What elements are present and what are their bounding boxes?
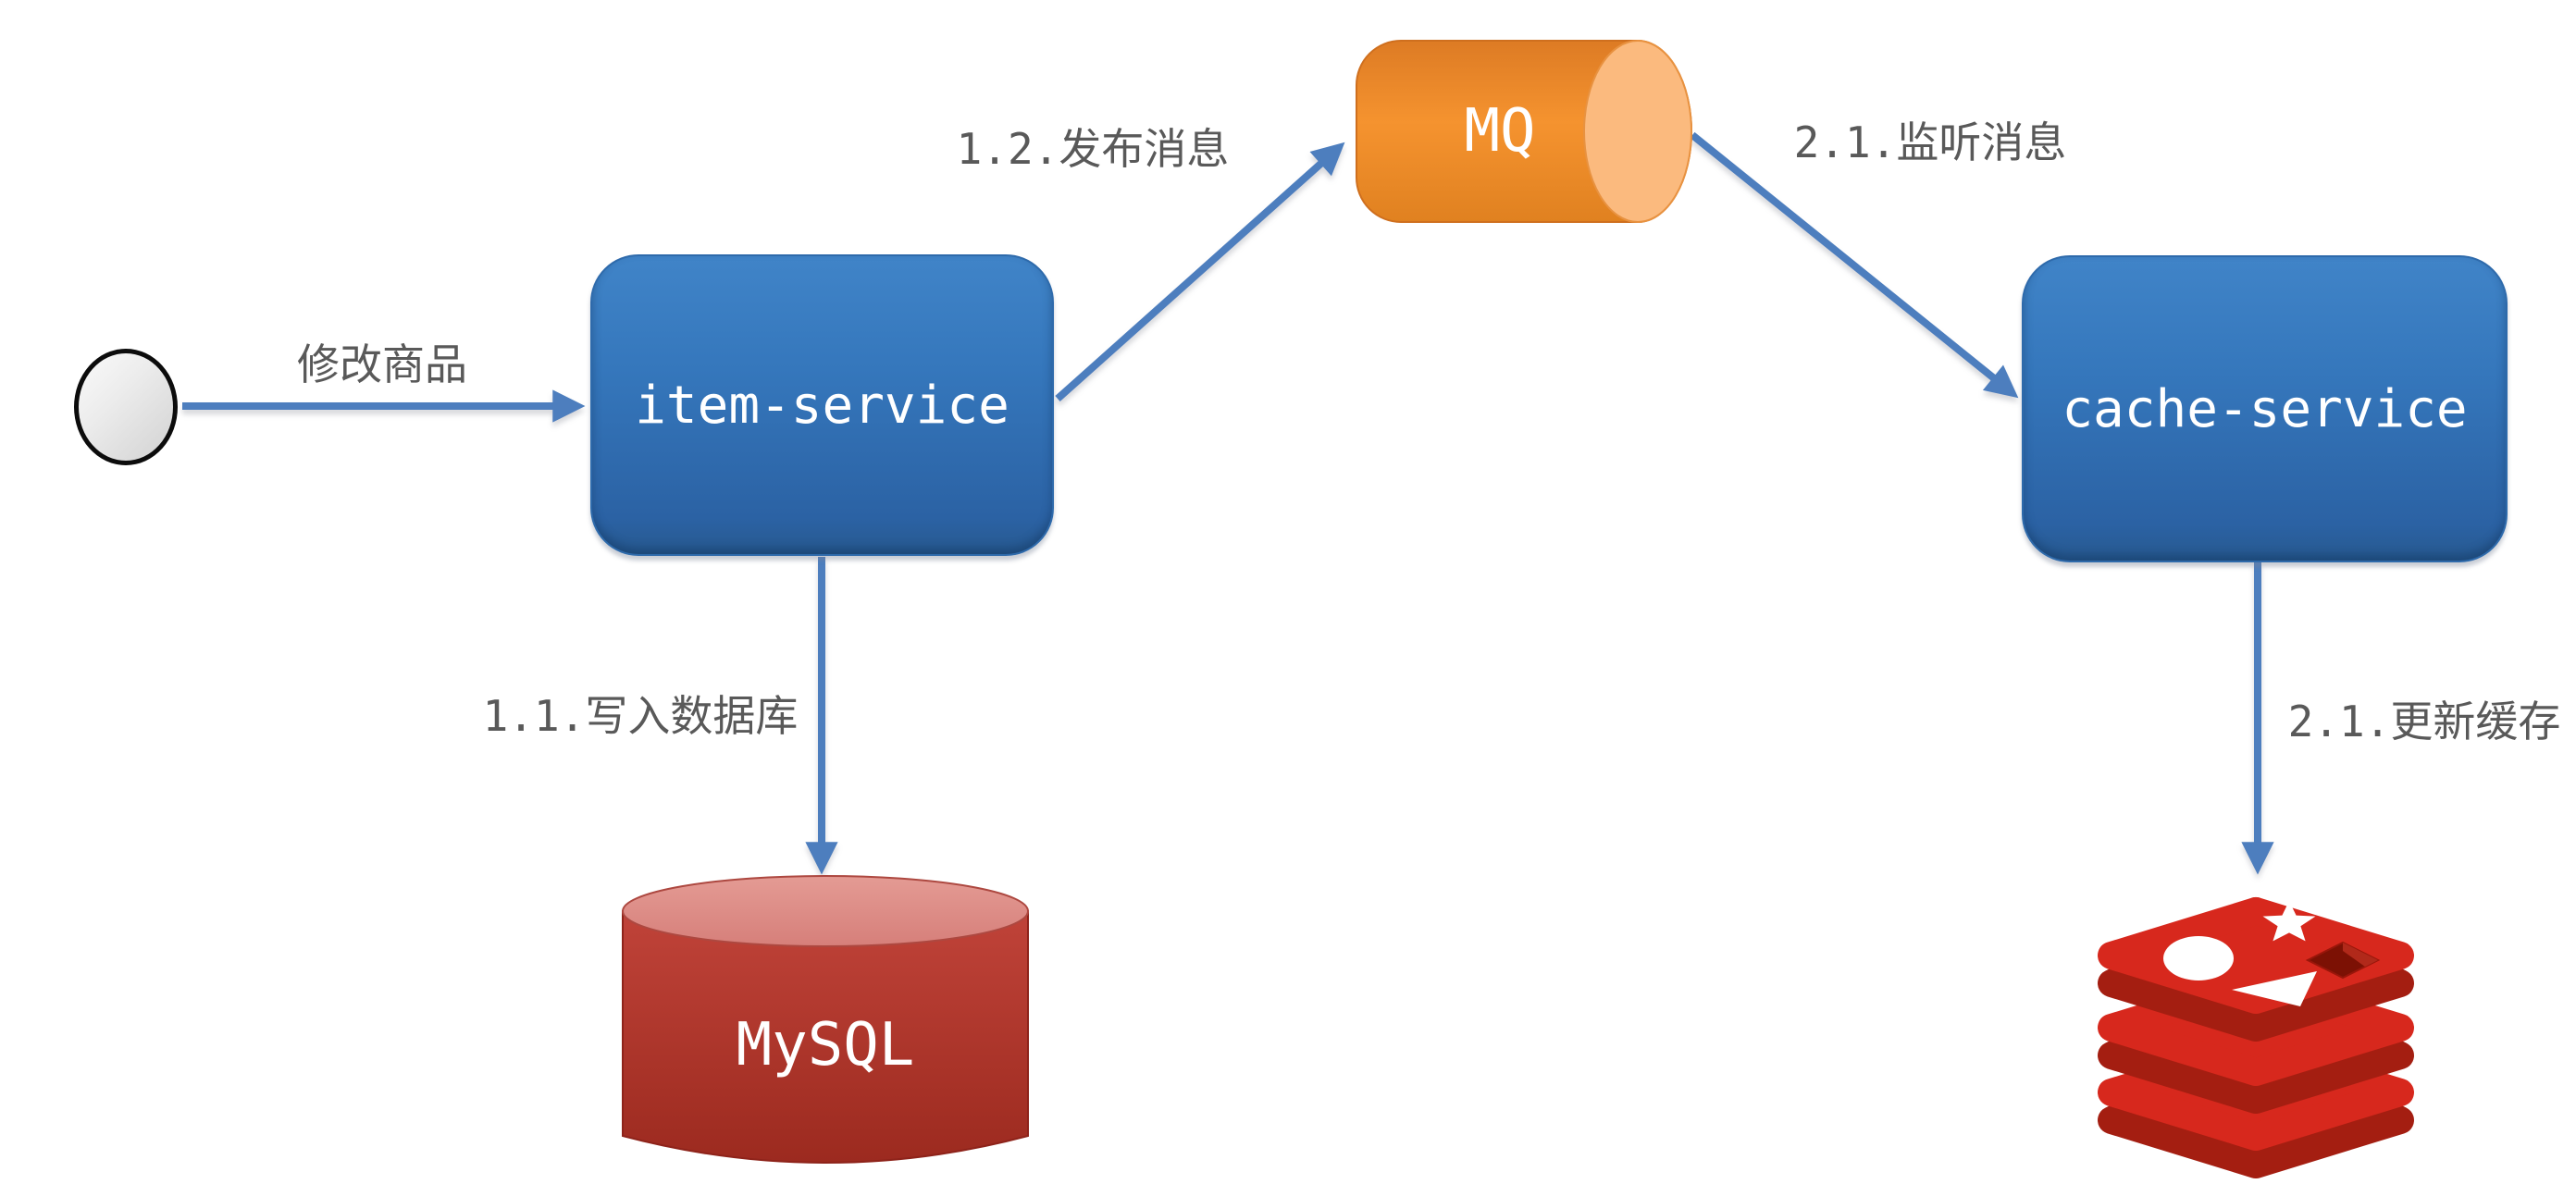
- edge-label-modify-item: 修改商品: [297, 339, 467, 389]
- mq-label: MQ: [1464, 97, 1535, 166]
- mysql-top: [622, 875, 1029, 947]
- item-service-label: item-service: [635, 375, 1009, 436]
- node-mysql: MySQL: [622, 875, 1029, 1164]
- edge-label-update-cache: 2.1.更新缓存: [2287, 697, 2561, 746]
- edge-label-listen-msg: 2.1.监听消息: [1793, 117, 2067, 167]
- mq-cap: [1583, 40, 1692, 223]
- node-mq: MQ: [1356, 40, 1692, 223]
- mysql-body: [622, 910, 1029, 1164]
- edge-mq-to-cache: [1690, 131, 2019, 399]
- start-node: [74, 349, 178, 465]
- redis-star: [2262, 901, 2316, 942]
- edge-label-publish-msg: 1.2.发布消息: [956, 124, 1230, 174]
- node-cache-service: cache-service: [2022, 255, 2508, 562]
- node-item-service: item-service: [590, 254, 1054, 556]
- mysql-label: MySQL: [737, 1011, 915, 1079]
- redis-logo-icon: [2098, 897, 2414, 1178]
- edge-item-to-mq: [1055, 142, 1345, 401]
- redis-triangle: [2232, 971, 2317, 1006]
- redis-circle: [2163, 936, 2234, 980]
- redis-hole-facet: [2343, 943, 2378, 967]
- cache-service-label: cache-service: [2062, 378, 2468, 439]
- edge-label-write-db: 1.1.写入数据库: [482, 691, 799, 741]
